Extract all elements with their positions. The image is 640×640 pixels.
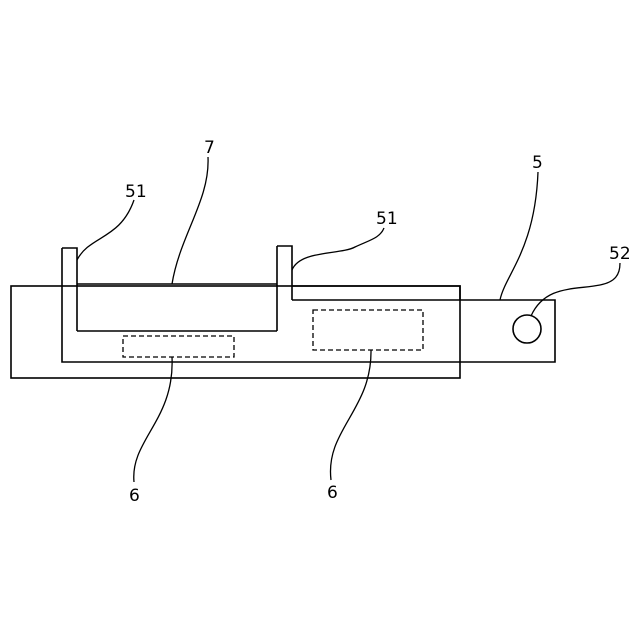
right-flange [277,246,292,331]
label-rail: 5 [532,153,543,173]
leader-module-left [134,357,172,482]
label-flange-left: 51 [125,182,147,202]
leader-module-right [330,350,371,480]
label-flange-right: 51 [376,209,398,229]
module-right-dashed [313,310,423,350]
module-left-dashed [123,336,234,357]
slide-rail [62,248,555,362]
label-tray: 7 [204,138,215,158]
leader-tray [172,157,208,284]
leader-knob [531,263,620,316]
leader-flange-left [77,200,134,260]
leader-flange-right [292,228,384,270]
tray [77,284,277,331]
base-top-right-step [292,286,460,300]
label-module-left: 6 [129,486,140,506]
knob-circle [513,315,541,343]
left-flange [62,248,77,331]
label-knob: 52 [609,244,631,264]
leader-rail [500,172,538,300]
label-module-right: 6 [327,483,338,503]
